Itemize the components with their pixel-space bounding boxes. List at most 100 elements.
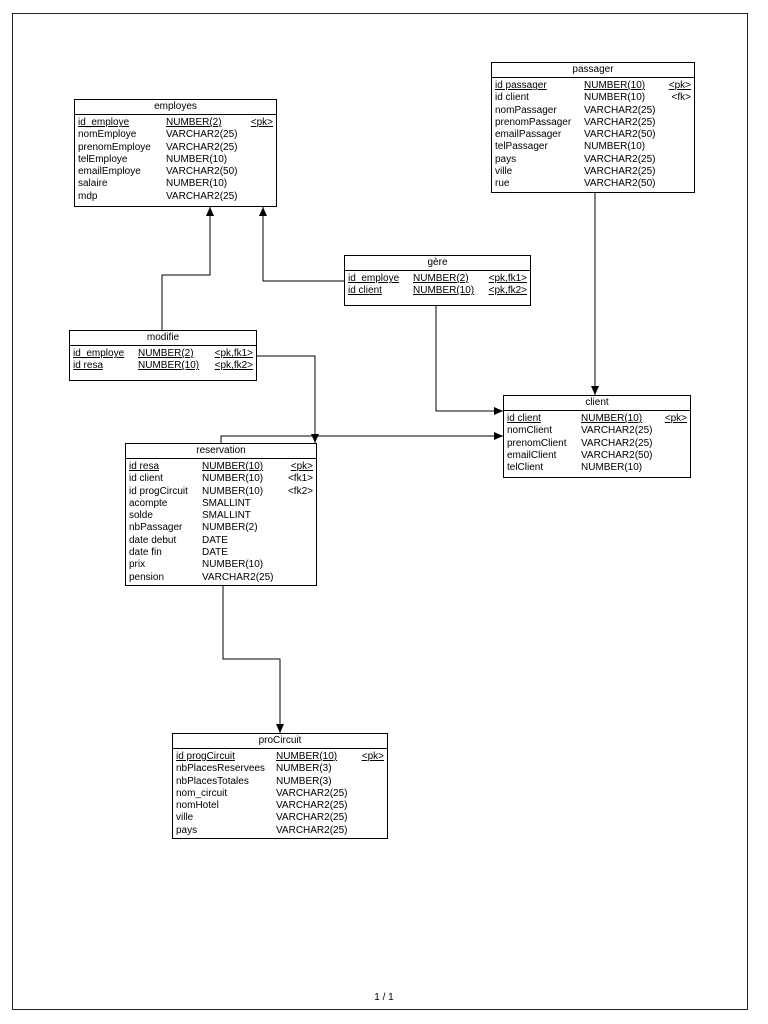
attribute-key (284, 510, 313, 522)
entity-title: client (504, 396, 690, 411)
attribute-key (358, 776, 384, 788)
attribute-key (358, 812, 384, 824)
attribute-name: prix (129, 559, 146, 571)
attribute-name: date debut (129, 534, 177, 546)
attribute-key (664, 117, 691, 129)
attribute-row: id resa NUMBER(10) <pk> (129, 461, 313, 473)
attribute-key (664, 129, 691, 141)
attribute-key: <fk> (671, 92, 691, 104)
attribute-key (358, 788, 384, 800)
attribute-type: VARCHAR2(25) (166, 141, 238, 153)
attribute-type: VARCHAR2(25) (202, 571, 274, 583)
attribute-key (661, 462, 687, 474)
attribute-key: <pk> (664, 413, 687, 424)
attribute-key (249, 166, 273, 178)
attribute-name: id passager (495, 80, 547, 91)
entity-procircuit[interactable]: proCircuit id progCircuit NUMBER(10) <pk> n… (172, 733, 388, 839)
attribute-type: NUMBER(10) (276, 751, 338, 762)
attribute-type: NUMBER(10) (202, 461, 264, 472)
attribute-type: VARCHAR2(25) (276, 824, 348, 836)
attribute-name: prenomPassager (495, 116, 572, 128)
entity-title: reservation (126, 444, 316, 459)
attribute-type: VARCHAR2(50) (166, 166, 238, 178)
attribute-type: NUMBER(10) (138, 360, 200, 372)
attribute-name: id client (129, 473, 163, 485)
attribute-type: NUMBER(10) (202, 473, 264, 485)
attribute-name: nomClient (507, 425, 553, 437)
attribute-key (664, 178, 691, 190)
attribute-name: id resa (129, 461, 160, 472)
attribute-type: NUMBER(2) (202, 522, 258, 534)
attribute-type: NUMBER(10) (584, 92, 646, 104)
attribute-type: NUMBER(10) (581, 462, 643, 474)
attribute-name: id client (495, 92, 529, 104)
attribute-type: SMALLINT (202, 497, 251, 509)
attribute-row: telClient NUMBER(10) (507, 462, 687, 474)
attribute-key: <pk> (361, 751, 384, 762)
entity-title: employes (75, 100, 276, 115)
attribute-key (664, 166, 691, 178)
attribute-key (249, 178, 273, 190)
attribute-name: id client (348, 285, 382, 297)
attribute-name: nomPassager (495, 104, 557, 116)
attribute-name: emailPassager (495, 129, 562, 141)
attribute-key (284, 559, 313, 571)
attribute-name: id progCircuit (176, 751, 235, 762)
attribute-key (284, 498, 313, 510)
attribute-type: NUMBER(10) (166, 153, 228, 165)
attribute-key (284, 535, 313, 547)
attribute-key (284, 547, 313, 559)
attribute-row: acompte SMALLINT (129, 498, 313, 510)
attribute-type: VARCHAR2(25) (584, 116, 656, 128)
attribute-type: DATE (202, 547, 228, 559)
entity-title: passager (492, 63, 694, 78)
attribute-type: VARCHAR2(50) (584, 178, 656, 190)
attribute-name: acompte (129, 497, 168, 509)
entity-title: modifie (70, 331, 256, 346)
attribute-type: NUMBER(10) (581, 413, 643, 424)
attribute-type: VARCHAR2(25) (166, 190, 238, 202)
attribute-name: nom_circuit (176, 787, 228, 799)
attribute-name: salaire (78, 178, 108, 190)
attribute-key: <pk> (250, 117, 273, 128)
page-frame (12, 13, 748, 1010)
attribute-name: emailClient (507, 449, 557, 461)
entity-title: proCircuit (173, 734, 387, 749)
attribute-name: nbPlacesTotales (176, 775, 249, 787)
attribute-type: VARCHAR2(25) (581, 425, 653, 437)
attribute-key (664, 141, 691, 153)
attribute-type: NUMBER(2) (413, 273, 469, 284)
attribute-name: id_employe (78, 117, 130, 128)
attribute-type: VARCHAR2(50) (584, 129, 656, 141)
attribute-key: <pk> (290, 461, 313, 472)
attribute-key: <pk,fk2> (488, 285, 527, 297)
attribute-name: telClient (507, 462, 544, 474)
attribute-type: VARCHAR2(25) (276, 800, 348, 812)
attribute-type: VARCHAR2(50) (581, 449, 653, 461)
attribute-name: date fin (129, 547, 162, 559)
